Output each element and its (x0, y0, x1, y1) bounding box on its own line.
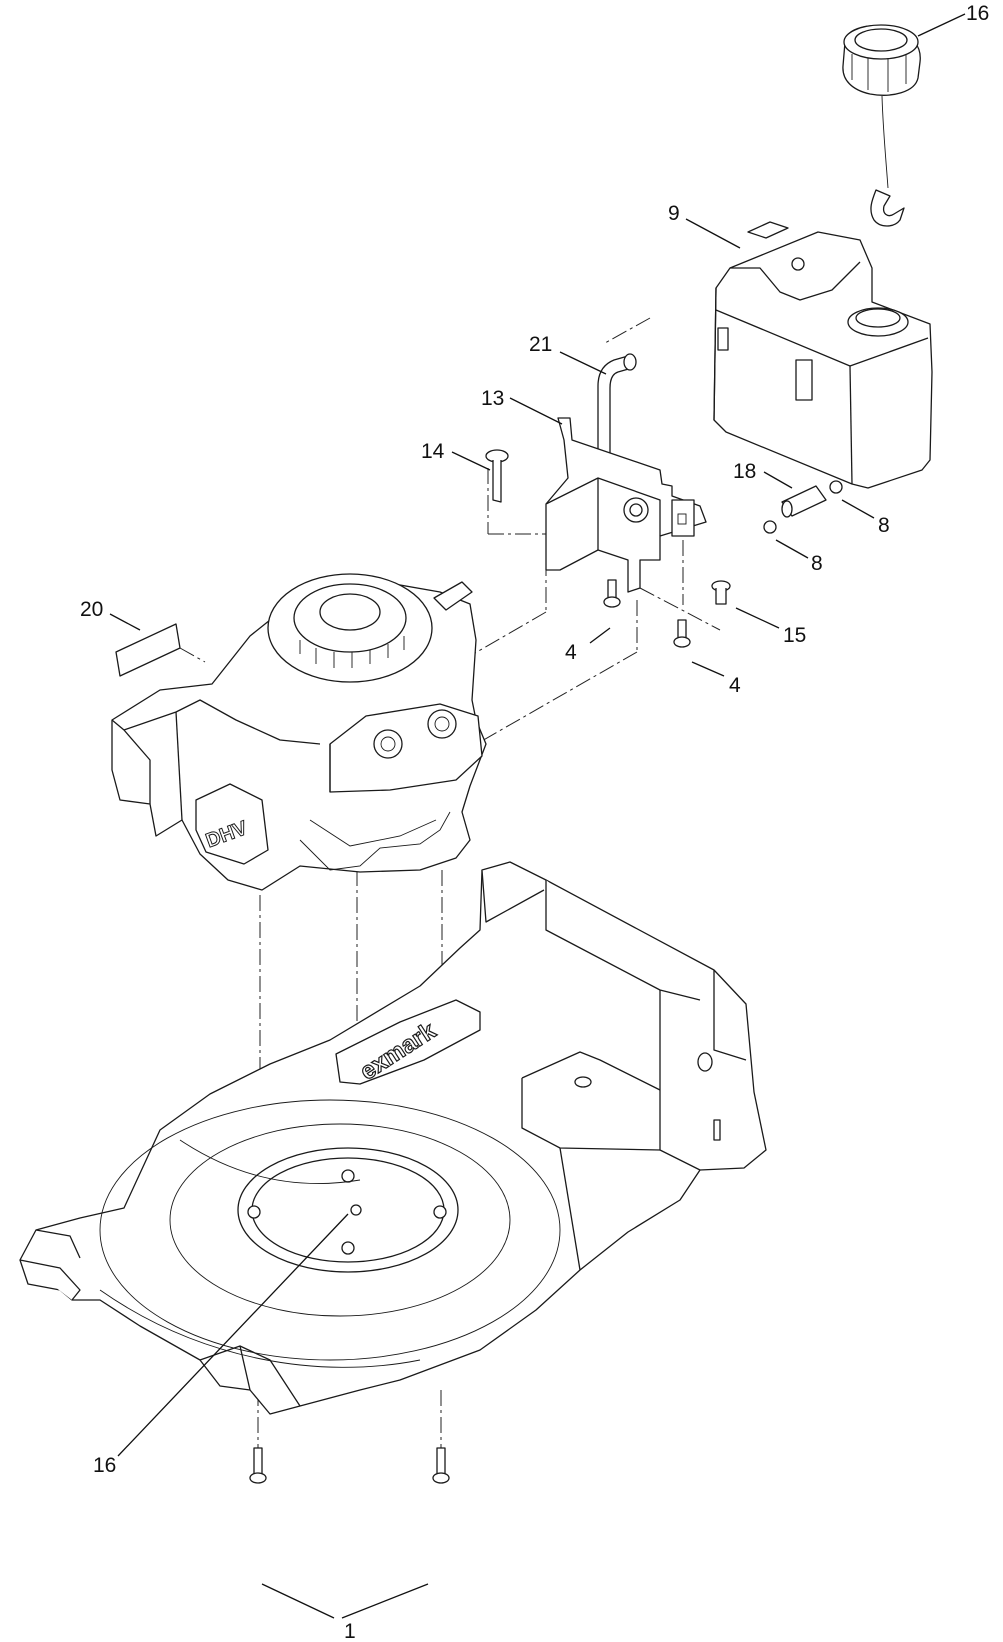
fuel-tank-part (713, 221, 933, 489)
callout-14: 14 (421, 440, 445, 463)
callout-4-right: 4 (729, 674, 741, 697)
callout-4-left: 4 (565, 641, 577, 664)
callout-8-upper: 8 (878, 514, 890, 537)
bolt-parts-4 (603, 579, 691, 648)
deck-bolts-part (249, 1447, 450, 1484)
callout-16: 16 (93, 1454, 116, 1477)
callout-8-lower: 8 (811, 552, 823, 575)
callout-10: 16 (966, 2, 989, 25)
decal-part (115, 623, 181, 677)
leader-lines (109, 13, 966, 1619)
callout-13: 13 (481, 387, 504, 410)
mower-deck-part: exmark (19, 861, 767, 1415)
hose-and-clamps-part (763, 480, 843, 534)
callout-18: 18 (733, 460, 756, 483)
screw-part-15 (711, 580, 731, 605)
pin-part (485, 449, 509, 503)
gas-cap-part (842, 24, 921, 227)
engine-part: DHV (111, 573, 487, 891)
mounting-bracket-part (545, 417, 707, 593)
callout-21: 21 (529, 333, 552, 356)
callout-20: 20 (80, 598, 103, 621)
callout-15: 15 (783, 624, 806, 647)
callout-9: 9 (668, 202, 680, 225)
callout-labels: 16 9 21 13 14 18 8 8 15 4 4 20 16 1 (80, 2, 989, 1642)
callout-1: 1 (344, 1620, 356, 1642)
